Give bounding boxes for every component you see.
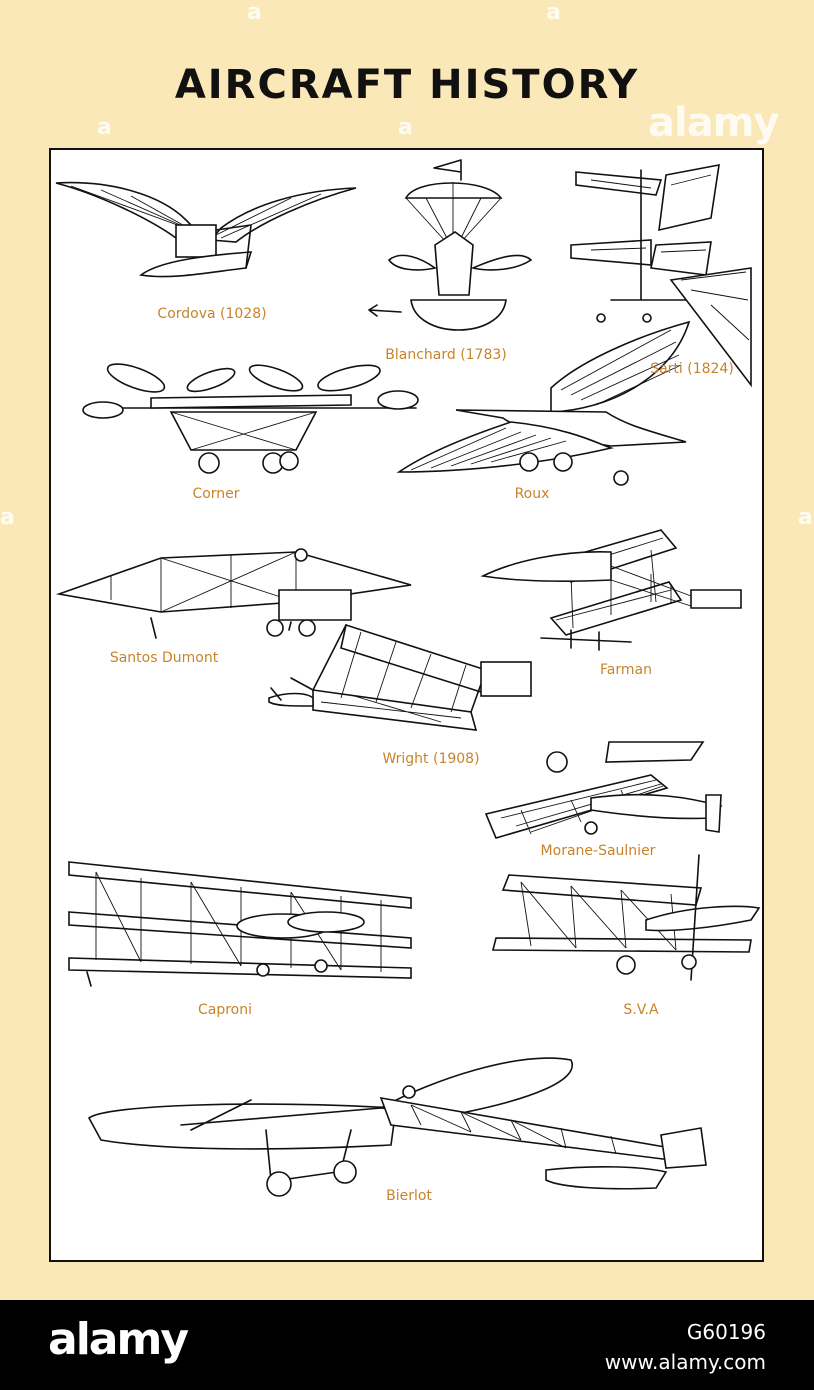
aircraft-caption: Roux: [514, 486, 550, 502]
aircraft-caption: Sarti (1824): [650, 361, 734, 377]
watermark-mark: a: [0, 505, 15, 530]
multi-rotor-icon: [82, 363, 419, 474]
watermark-mark: a: [97, 115, 112, 140]
watermark-mark: a: [398, 115, 413, 140]
aircraft-caption: Farman: [600, 662, 652, 678]
aircraft-caption: Wright (1908): [382, 751, 480, 767]
aircraft-caption: Caproni: [197, 1002, 253, 1018]
watermark-logo: alamy: [648, 100, 779, 146]
watermark-mark: a: [546, 0, 561, 25]
rotor-craft-icon: [570, 164, 752, 388]
aircraft-caption: S.V.A: [623, 1002, 659, 1018]
monoplane-icon: [484, 741, 723, 839]
watermark-mark: a: [798, 505, 813, 530]
bird-plane-icon: [396, 320, 691, 486]
aircraft-caption: Morane-Saulnier: [540, 843, 656, 859]
triplane-icon: [68, 861, 412, 987]
box-kite-plane-icon: [55, 548, 412, 639]
ornithopter-icon: [55, 181, 357, 278]
stock-footer-bar: alamy G60196 www.alamy.com: [0, 1300, 814, 1390]
alamy-logo: alamy: [48, 1314, 189, 1365]
aircraft-caption: Cordova (1028): [157, 306, 267, 322]
balloon-ship-icon: [368, 159, 533, 331]
biplane-fighter-icon: [491, 854, 761, 981]
biplane-icon: [480, 529, 742, 651]
bleriot-monoplane-icon: [87, 1057, 707, 1197]
watermark-mark: a: [247, 0, 262, 25]
aircraft-caption: Blanchard (1783): [385, 347, 507, 363]
aircraft-caption: Bierlot: [386, 1188, 432, 1204]
aircraft-caption: Corner: [192, 486, 240, 502]
poster-title: AIRCRAFT HISTORY: [174, 62, 640, 108]
wright-flyer-icon: [268, 623, 532, 731]
image-id: G60196: [686, 1320, 766, 1344]
site-url: www.alamy.com: [604, 1350, 766, 1374]
engravings-canvas: [55, 159, 761, 1197]
illustration-panel: Cordova (1028) Blanchard (1783) Sarti (1…: [49, 148, 764, 1262]
aircraft-caption: Santos Dumont: [109, 650, 219, 666]
